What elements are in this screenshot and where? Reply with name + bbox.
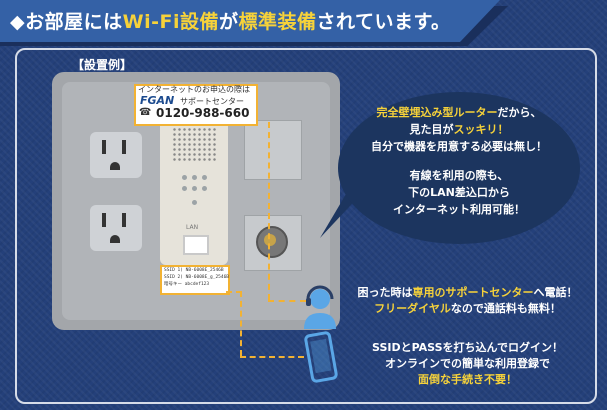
router-led	[192, 186, 197, 191]
outlet-slot	[122, 213, 126, 227]
sticker-logo: FGAN	[140, 94, 175, 107]
speech-bubble	[338, 92, 580, 244]
connector-ssid-top	[226, 291, 242, 293]
support-info: 困った時は専用のサポートセンターへ電話！ フリーダイヤルなので通話料も無料！	[357, 286, 578, 315]
router-button	[192, 200, 197, 205]
outlet-slot	[122, 140, 126, 154]
lan-port	[183, 235, 209, 255]
speech-bubble-text: 完全壁埋込み型ルーターだから、 見た目がスッキリ！ 自分で機器を用意する必要は無…	[371, 106, 547, 216]
outlet-ground	[110, 162, 120, 170]
connector-support-h	[268, 300, 306, 302]
content-frame	[15, 48, 597, 404]
smartphone-icon	[304, 331, 338, 383]
support-sticker	[134, 84, 258, 126]
sticker-phone-number: 0120-988-660	[156, 106, 250, 120]
connector-ssid-h	[240, 356, 304, 358]
router-led	[192, 175, 197, 180]
example-label: 【設置例】	[72, 58, 133, 72]
login-info: SSIDとPASSを打ち込んでログイン！ オンラインでの簡単な利用登録で 面倒な…	[372, 341, 563, 386]
blank-module	[244, 120, 302, 180]
lan-port-label: LAN	[186, 224, 199, 231]
sticker-center-label: サポートセンター	[180, 97, 244, 106]
router-led	[182, 186, 187, 191]
phone-icon: ☎	[139, 107, 152, 118]
ssid-sticker: SSID 1) NB-6008E_2546B SSID 2) NB-6008E_…	[160, 265, 230, 295]
outlet-ground	[110, 235, 120, 243]
support-headset-icon	[304, 285, 336, 329]
connector-support	[268, 122, 270, 300]
ssid-line: 暗号キー abcdef123	[164, 282, 210, 287]
title-banner	[0, 0, 500, 42]
power-outlet-bottom	[90, 205, 142, 251]
sticker-note: インターネットのお申込の際は	[138, 85, 250, 94]
router-led	[202, 175, 207, 180]
page-title: ◆お部屋にはWi-Fi設備が標準装備されています。	[10, 11, 451, 33]
router-led	[182, 175, 187, 180]
connector-ssid	[240, 291, 242, 356]
tv-antenna-jack-core	[264, 234, 276, 246]
outlet-slot	[102, 213, 106, 227]
power-outlet-top	[90, 132, 142, 178]
router-led	[202, 186, 207, 191]
ssid-line: SSID 2) NB-6008E_g_2546B	[164, 275, 230, 280]
ssid-line: SSID 1) NB-6008E_2546B	[164, 268, 224, 273]
outlet-slot	[102, 140, 106, 154]
